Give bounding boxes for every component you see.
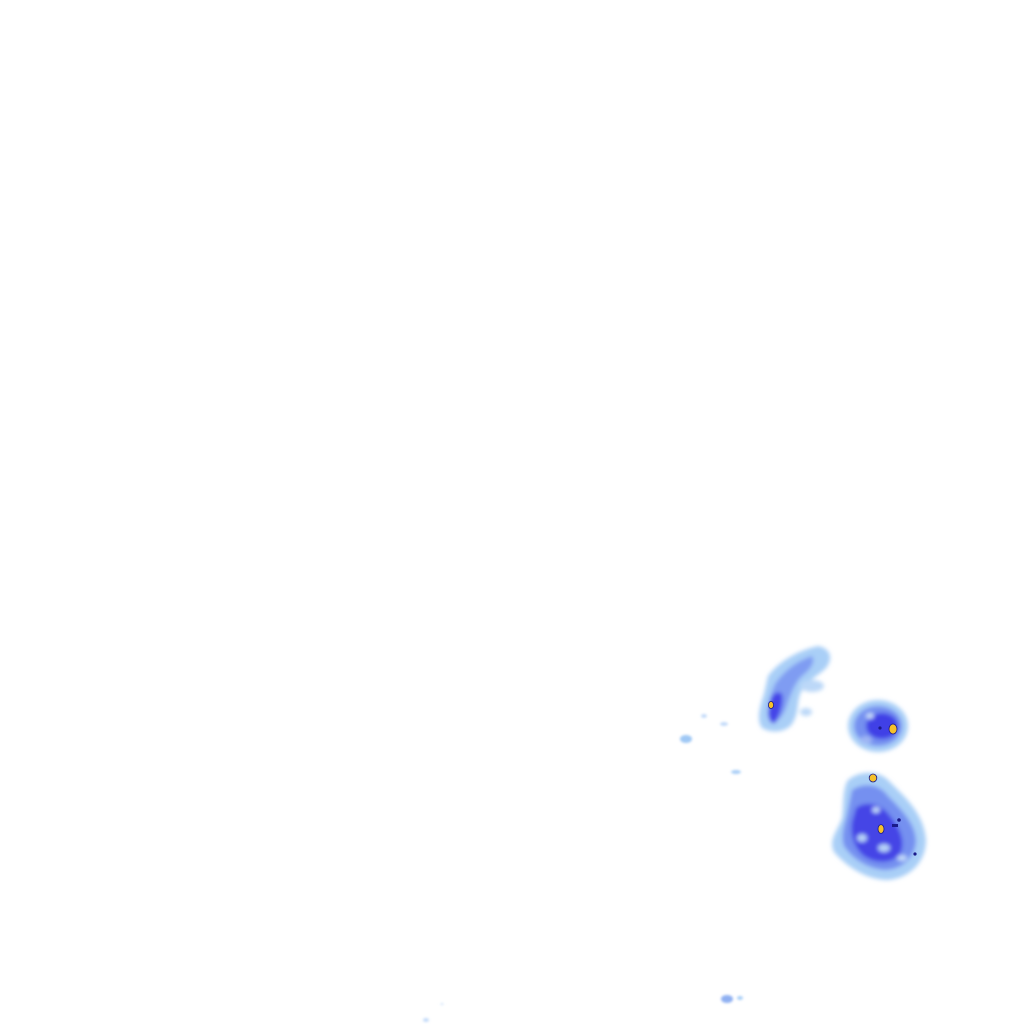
echo-cell-north bbox=[758, 646, 831, 732]
echo-cell-south bbox=[832, 772, 926, 880]
echo-speckle-west bbox=[680, 714, 741, 774]
echo-core bbox=[768, 701, 775, 710]
echo-core bbox=[877, 824, 885, 834]
echo-core bbox=[888, 723, 898, 735]
echo-core bbox=[868, 773, 878, 783]
echo-cell-east bbox=[848, 700, 908, 752]
echo-speckle-bottom bbox=[423, 995, 743, 1022]
echo-heavy-layer bbox=[768, 692, 783, 724]
